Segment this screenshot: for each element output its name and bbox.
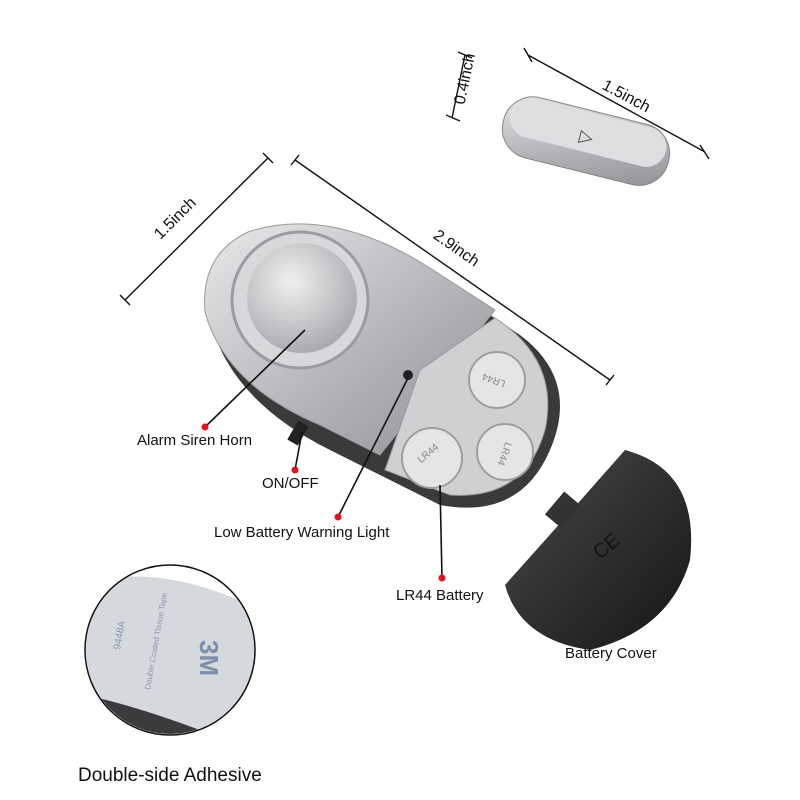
adhesive-pad: 3M 9448A Double Coated Tissue Tape xyxy=(84,564,256,736)
warning-light xyxy=(403,370,413,380)
cover-callout-label: Battery Cover xyxy=(565,645,657,662)
siren-callout-label: Alarm Siren Horn xyxy=(137,432,253,449)
battery-cells xyxy=(401,351,534,489)
callout-lines xyxy=(204,329,443,579)
svg-text:3M: 3M xyxy=(194,640,224,676)
battery-callout-label: LR44 Battery xyxy=(396,587,484,604)
adhesive-callout-label: Double-side Adhesive xyxy=(78,765,262,786)
svg-text:9448A: 9448A xyxy=(112,620,128,651)
dimension-lines xyxy=(119,47,710,386)
warning-light-callout-label: Low Battery Warning Light xyxy=(214,524,390,541)
magnet-sensor xyxy=(501,96,671,186)
power-switch[interactable] xyxy=(287,420,309,446)
callout-dots xyxy=(201,423,446,582)
battery-cover: CE xyxy=(505,450,692,650)
alarm-body: LR44 LR44 LR44 xyxy=(204,223,560,508)
switch-callout-label: ON/OFF xyxy=(262,475,319,492)
arrow-icon xyxy=(577,129,593,144)
